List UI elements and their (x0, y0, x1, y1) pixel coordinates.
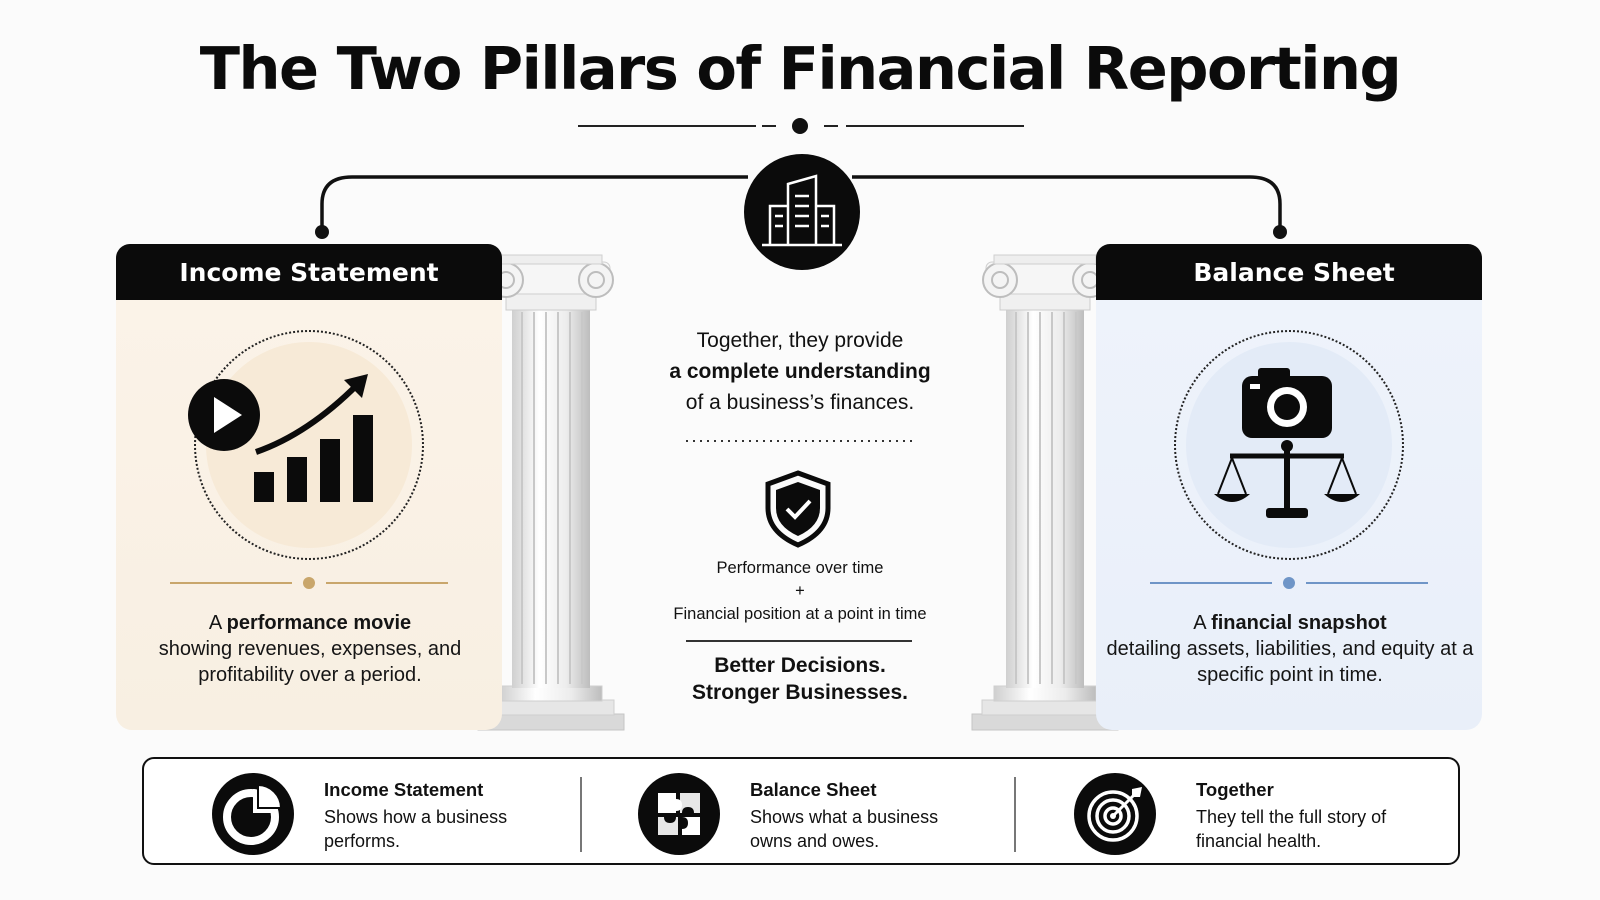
summary-item-balance: Balance Sheet Shows what a business owns… (638, 759, 998, 863)
camera-icon (1242, 368, 1332, 438)
growth-chart-icon (188, 374, 373, 502)
right-pillar (971, 254, 1119, 731)
left-accent-divider (170, 577, 448, 589)
balance-sheet-header: Balance Sheet (1096, 244, 1482, 300)
income-statement-header: Income Statement (116, 244, 502, 300)
summary-divider (580, 777, 582, 852)
page-title: The Two Pillars of Financial Reporting (199, 34, 1402, 103)
connector-line (320, 175, 1282, 232)
title-divider (578, 118, 1024, 134)
center-tagline: Better Decisions. Stronger Businesses. (692, 654, 908, 704)
summary-box: Income Statement Shows how a business pe… (142, 757, 1460, 865)
summary-divider (1014, 777, 1016, 852)
building-icon (744, 154, 860, 270)
shield-check-icon (765, 470, 831, 548)
right-accent-divider (1150, 577, 1428, 589)
connector-dot-left (315, 225, 329, 239)
scale-icon (1214, 440, 1360, 518)
center-solid-divider (686, 640, 912, 642)
camera-scale-icon (1214, 368, 1360, 518)
center-dotted-divider (686, 440, 914, 442)
puzzle-icon (638, 773, 720, 855)
target-icon (1074, 773, 1156, 855)
summary-item-income: Income Statement Shows how a business pe… (212, 759, 572, 863)
left-pillar (477, 254, 625, 731)
together-statement: Together, they provide a complete unders… (669, 329, 931, 414)
connector-dot-right (1273, 225, 1287, 239)
center-summary-text: Performance over time + Financial positi… (673, 559, 927, 623)
pie-chart-icon (212, 773, 294, 855)
summary-item-together: Together They tell the full story of fin… (1074, 759, 1434, 863)
